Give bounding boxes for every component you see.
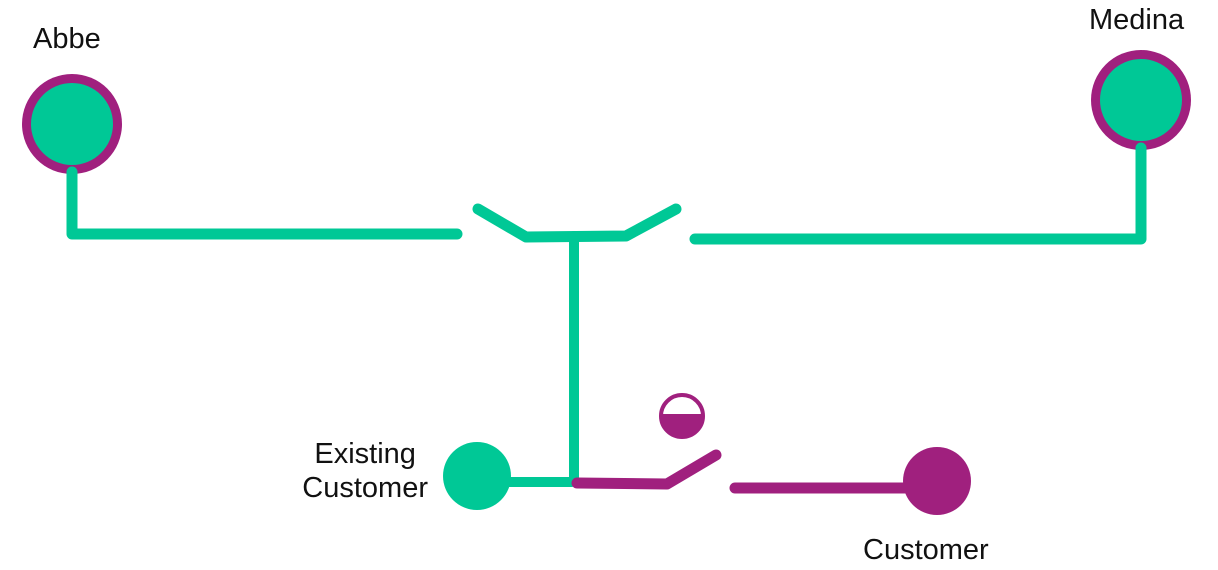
existing-customer-label-line2: Customer <box>302 472 428 504</box>
abbe-node <box>22 74 122 174</box>
abbe-label: Abbe <box>33 23 101 55</box>
existing-customer-node <box>443 442 511 510</box>
existing-customer-label-line1: Existing <box>314 438 416 470</box>
customer-open-switch <box>571 449 722 490</box>
customer-node <box>903 447 971 515</box>
switch-status-indicator-icon <box>659 393 705 439</box>
medina-label: Medina <box>1089 4 1185 36</box>
existing-customer-label: Existing Customer <box>302 437 428 505</box>
abbe-feeder-line <box>66 166 463 240</box>
medina-node <box>1091 50 1191 150</box>
medina-feeder-line <box>689 142 1147 245</box>
customer-label: Customer <box>863 534 989 566</box>
